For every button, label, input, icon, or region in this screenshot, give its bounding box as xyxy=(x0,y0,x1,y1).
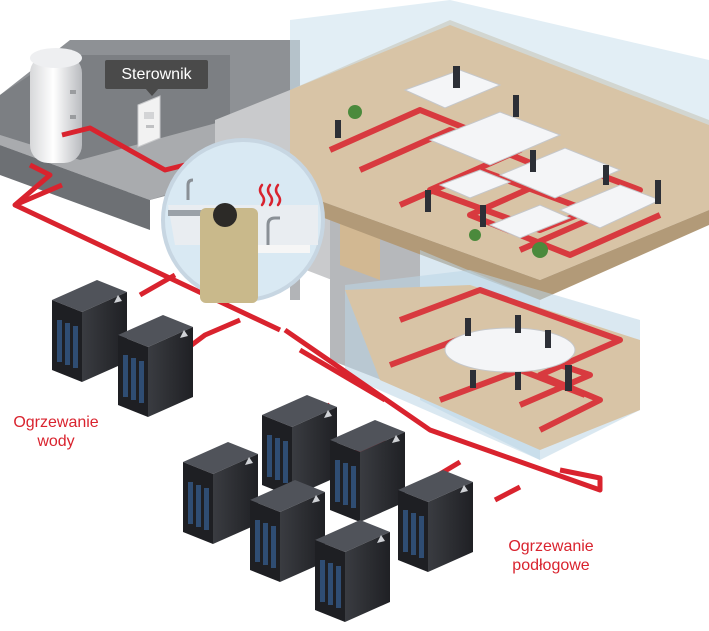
office-upper xyxy=(290,0,709,460)
heat-pump-units xyxy=(52,280,473,622)
floor-heating-label-line1: Ogrzewanie xyxy=(508,538,594,555)
floor-heating-label: Ogrzewanie podłogowe xyxy=(492,537,610,575)
faucet-icon xyxy=(186,178,280,245)
water-heating-label: Ogrzewanie wody xyxy=(8,413,104,451)
heat-pump-unit-icon xyxy=(262,395,337,497)
heat-pump-unit-icon xyxy=(52,280,127,382)
hot-water-tank-icon xyxy=(30,48,82,163)
meeting-room xyxy=(345,270,640,460)
heat-pump-unit-icon xyxy=(330,420,405,522)
heat-waves-icon xyxy=(258,183,282,207)
heat-pump-unit-icon xyxy=(118,315,193,417)
water-heating-label-line1: Ogrzewanie xyxy=(13,414,99,431)
heat-pump-unit-icon xyxy=(250,480,325,582)
water-heating-label-line2: wody xyxy=(37,433,75,450)
heating-pipes xyxy=(12,125,603,503)
heat-pump-unit-icon xyxy=(398,470,473,572)
floor-heating-label-line2: podłogowe xyxy=(512,557,590,574)
heat-pump-unit-icon xyxy=(315,520,390,622)
thermostat-panel-icon xyxy=(137,95,161,148)
controller-label: Sterownik xyxy=(105,60,208,89)
sink-detail-circle xyxy=(161,138,325,303)
heat-pump-unit-icon xyxy=(183,442,258,544)
controller-label-pointer xyxy=(145,88,159,96)
